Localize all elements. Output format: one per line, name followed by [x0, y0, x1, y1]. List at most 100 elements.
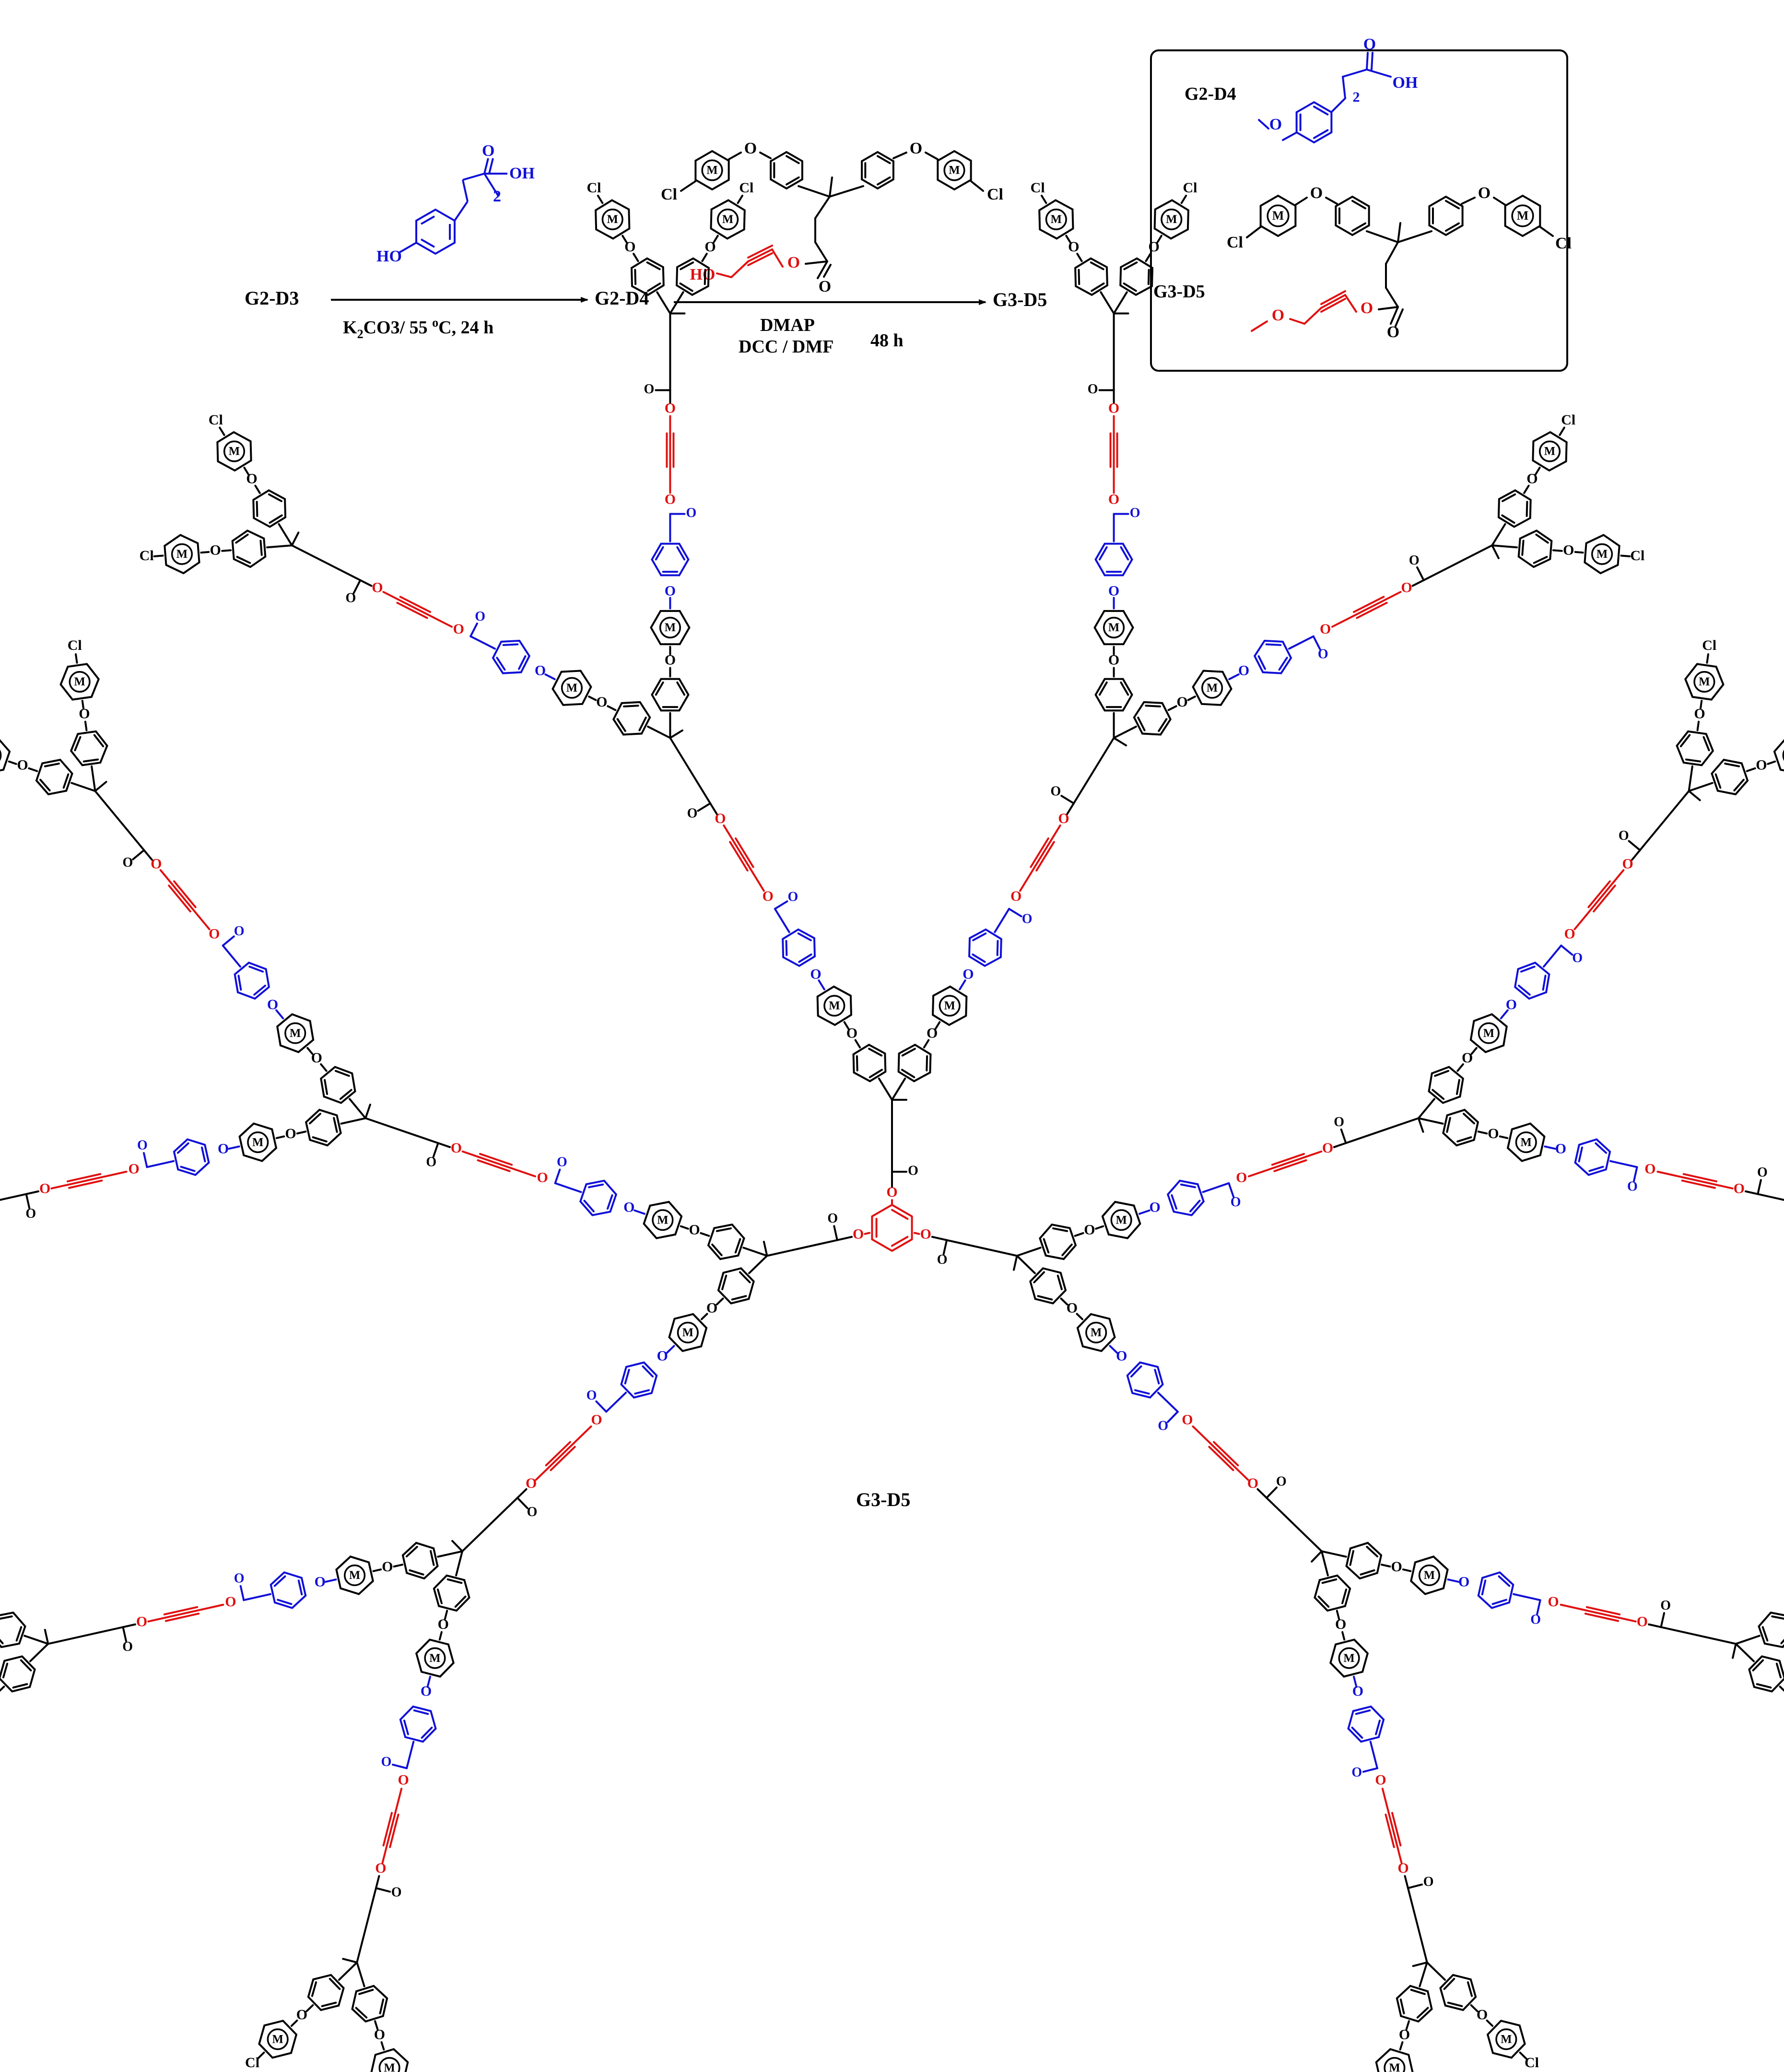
benzene-ring — [1442, 1108, 1479, 1147]
ester-oxygen: O — [1320, 621, 1331, 637]
bond — [44, 1629, 49, 1645]
bond — [1366, 69, 1392, 78]
bond — [84, 720, 88, 731]
double-bond — [277, 1599, 293, 1605]
metal-label: M — [1051, 213, 1062, 226]
ether-oxygen: O — [1108, 583, 1119, 599]
metal-aryl-ring: M — [415, 1638, 455, 1678]
bond — [1356, 601, 1388, 619]
ether-oxygen: O — [79, 706, 90, 722]
double-bond — [1375, 1719, 1381, 1735]
carbonyl-oxygen: O — [1158, 1418, 1168, 1433]
bond — [1282, 131, 1298, 141]
bond — [1593, 884, 1616, 913]
bond — [70, 782, 96, 792]
benzene-ring — [1119, 257, 1154, 296]
benzene-ring — [1314, 1574, 1351, 1612]
double-bond — [1130, 1365, 1142, 1377]
bond — [1325, 197, 1338, 205]
bond — [1407, 1884, 1423, 1889]
repeat-index: 2 — [1353, 89, 1360, 105]
double-bond — [972, 932, 987, 942]
bond — [192, 908, 211, 930]
double-bond — [1771, 1615, 1784, 1620]
double-bond — [1447, 2001, 1463, 2007]
bond — [798, 185, 831, 198]
double-bond — [1091, 282, 1105, 292]
bond — [595, 1400, 608, 1413]
ether-oxygen: O — [210, 542, 221, 558]
carbonyl-oxygen: O — [1423, 1874, 1434, 1889]
bond — [1, 1193, 27, 1201]
ether-oxygen: O — [17, 757, 28, 773]
double-bond — [1445, 200, 1460, 210]
chloro-label: Cl — [1183, 180, 1197, 196]
bond — [1294, 197, 1308, 206]
bond — [1590, 882, 1614, 910]
bond — [716, 272, 732, 278]
ester-oxygen: O — [1637, 1614, 1648, 1630]
bond — [1380, 1564, 1391, 1568]
bond — [143, 849, 153, 861]
ether-oxygen: O — [706, 1300, 717, 1316]
ester-oxygen: O — [1010, 888, 1021, 904]
metal-aryl-ring: M — [276, 1013, 315, 1053]
double-bond — [1171, 1194, 1178, 1210]
double-bond — [309, 1113, 321, 1125]
acid-oh: OH — [1393, 74, 1418, 92]
ester-oxygen: O — [1401, 580, 1412, 596]
metal-aryl-ring: M — [238, 1122, 278, 1162]
bond — [716, 1297, 724, 1306]
benzene-ring — [1166, 1179, 1205, 1216]
benzene-ring — [1126, 1361, 1164, 1399]
double-bond — [321, 2001, 337, 2007]
metal-aryl-ring: M — [0, 739, 11, 772]
metal-aryl-ring: M — [1773, 739, 1784, 772]
bond — [1688, 765, 1693, 792]
metal-aryl-ring: M — [937, 150, 972, 191]
ether-oxygen: O — [315, 1574, 326, 1589]
ether-oxygen: O — [421, 1684, 432, 1699]
bond — [843, 1021, 850, 1030]
bond — [1085, 737, 1115, 784]
double-bond — [786, 176, 800, 186]
carbonyl-oxygen: O — [234, 924, 245, 939]
bond — [50, 1183, 70, 1189]
ether-oxygen: O — [1335, 1616, 1346, 1632]
bond — [352, 579, 362, 594]
double-bond — [972, 953, 986, 963]
bond — [1735, 1643, 1755, 1662]
bond — [946, 1239, 967, 1246]
double-bond — [1321, 1578, 1338, 1584]
metal-aryl-ring: M — [1684, 663, 1725, 701]
bond — [197, 1603, 224, 1612]
carbonyl-oxygen: O — [345, 590, 356, 605]
bond — [1341, 1631, 1346, 1641]
double-bond — [358, 1989, 374, 1995]
ester-oxygen: O — [1236, 1170, 1247, 1186]
bond — [665, 1345, 675, 1354]
ester-oxygen: O — [398, 1772, 409, 1788]
benzene-ring — [1253, 639, 1292, 674]
step2-reagent-b: DCC / DMF — [739, 337, 833, 357]
bond — [1560, 944, 1573, 956]
bond — [369, 1887, 377, 1913]
metal-aryl-ring: M — [1259, 194, 1297, 237]
carbonyl-oxygen: O — [1130, 506, 1140, 520]
bond — [545, 1441, 571, 1467]
carbonyl-oxygen: O — [122, 1639, 133, 1654]
metal-aryl-ring: M — [59, 663, 100, 701]
bond — [1303, 307, 1322, 325]
bond — [634, 1209, 646, 1215]
ether-oxygen: O — [623, 1200, 634, 1215]
carbonyl-oxygen: O — [1051, 784, 1061, 799]
bond — [68, 1179, 103, 1189]
bond — [1366, 230, 1399, 243]
bond — [1289, 318, 1305, 325]
bond — [291, 531, 300, 547]
benzene-ring — [1514, 961, 1550, 1000]
ester-oxygen: O — [453, 621, 464, 637]
bond — [1187, 695, 1196, 701]
metal-label: M — [829, 1000, 840, 1012]
